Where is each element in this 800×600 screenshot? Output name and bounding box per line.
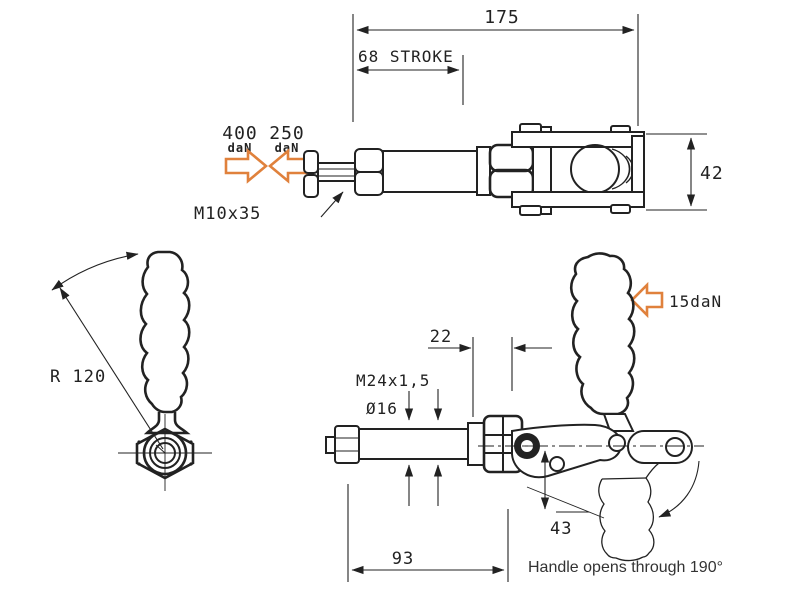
handle-open-phantom	[598, 462, 660, 562]
dim-22-label: 22	[430, 327, 452, 347]
thread-m10-label: M10x35	[194, 204, 261, 224]
rolled-handle-end	[570, 144, 620, 194]
centerline-cross	[118, 414, 212, 491]
leader-line	[320, 191, 344, 218]
handle-grip-closed	[569, 252, 636, 416]
force-pull-unit: daN	[275, 141, 300, 155]
diameter-16-label: Ø16	[366, 399, 398, 418]
force-push-value: 400	[222, 123, 258, 144]
handle-side-view: R 120	[50, 250, 212, 491]
frame-bolt	[519, 205, 542, 216]
radius-label: R 120	[50, 367, 106, 387]
force-arrow-right-icon	[224, 148, 269, 184]
handle-neck-closed	[602, 413, 635, 432]
force-pull-value: 250	[269, 123, 305, 144]
opening-note: Handle opens through 190°	[528, 559, 723, 576]
frame-bolt	[610, 204, 631, 214]
thread-m24-label: M24x1,5	[356, 371, 430, 390]
force-arrow-handle-icon	[630, 281, 664, 319]
ext-line	[472, 337, 513, 417]
handle-grip	[139, 250, 191, 414]
radius-line	[59, 287, 164, 450]
clamp-body-plan	[303, 123, 645, 216]
dim-175-label: 175	[484, 7, 520, 28]
top-view: 175 68 STROKE 400 daN 250 daN M10x35	[194, 7, 724, 224]
ext-line	[646, 133, 707, 211]
swing-arc	[51, 251, 139, 291]
dim-68-stroke-label: 68 STROKE	[358, 47, 454, 66]
dim-42-label: 42	[700, 163, 724, 184]
front-view: 22 M24x1,5 Ø16 15daN	[325, 252, 723, 582]
force-push-unit: daN	[228, 141, 253, 155]
ext-line	[347, 484, 509, 582]
plunger-rod	[358, 428, 469, 460]
opening-arc-arrow	[658, 460, 700, 518]
force-handle-label: 15daN	[669, 292, 722, 311]
dim-93-label: 93	[392, 549, 414, 569]
dim-43-label: 43	[550, 519, 572, 539]
clamp-body-front	[325, 414, 524, 474]
